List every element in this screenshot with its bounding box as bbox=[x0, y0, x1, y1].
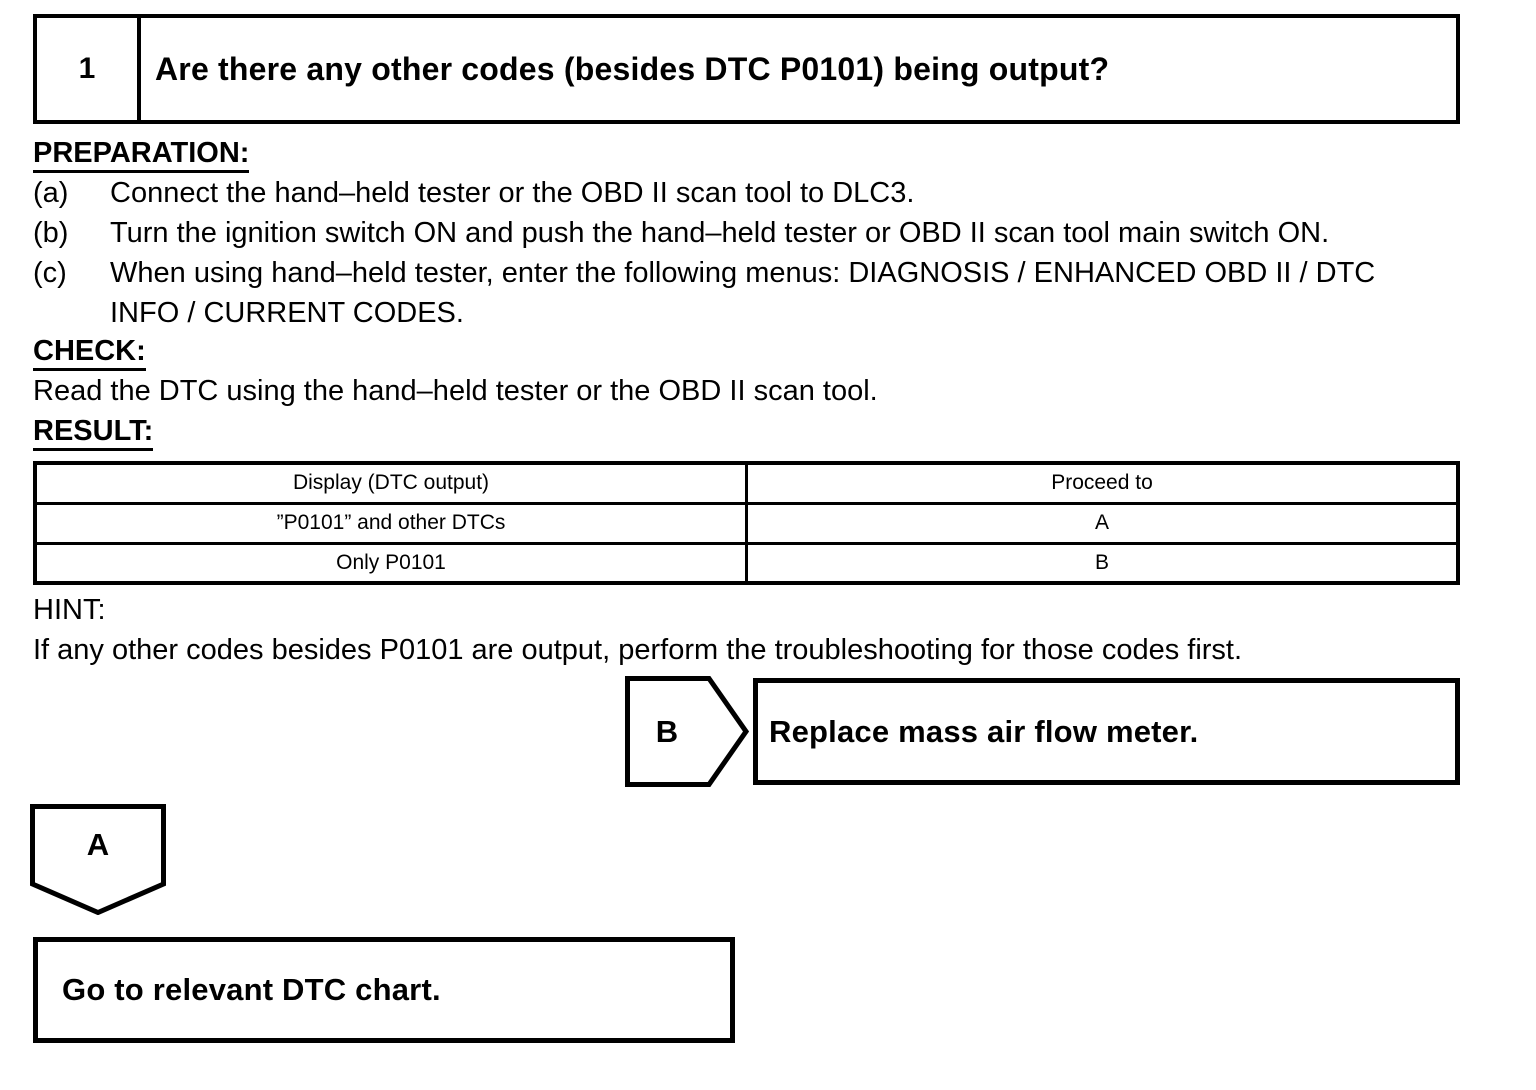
hint-text: If any other codes besides P0101 are out… bbox=[33, 634, 1243, 666]
hint-heading: HINT: bbox=[33, 594, 106, 626]
result-heading: RESULT: bbox=[33, 411, 154, 451]
prep-item-a-label: (a) bbox=[33, 177, 69, 209]
prep-item-a-text: Connect the hand–held tester or the OBD … bbox=[110, 177, 915, 209]
step-question-title: Are there any other codes (besides DTC P… bbox=[155, 50, 1110, 87]
connector-b-shape bbox=[625, 676, 749, 787]
step-number: 1 bbox=[37, 18, 141, 120]
action-b-text: Replace mass air flow meter. bbox=[769, 713, 1199, 749]
action-box-a: Go to relevant DTC chart. bbox=[33, 937, 735, 1043]
result-cell-display: ”P0101” and other DTCs bbox=[33, 501, 748, 545]
connector-a-label: A bbox=[86, 827, 110, 862]
result-table-row: Only P0101 B bbox=[33, 541, 1460, 585]
prep-item-b-text: Turn the ignition switch ON and push the… bbox=[110, 217, 1330, 249]
action-a-text: Go to relevant DTC chart. bbox=[62, 972, 441, 1007]
prep-item-c-text-line2: INFO / CURRENT CODES. bbox=[110, 297, 464, 329]
connector-b: B bbox=[625, 676, 749, 787]
connector-a: A bbox=[30, 804, 166, 915]
result-table-row: ”P0101” and other DTCs A bbox=[33, 501, 1460, 545]
connector-a-shape bbox=[30, 804, 166, 915]
result-table-header-proceed-to: Proceed to bbox=[745, 461, 1460, 505]
preparation-heading: PREPARATION: bbox=[33, 133, 250, 173]
check-heading: CHECK: bbox=[33, 331, 146, 371]
prep-item-b-label: (b) bbox=[33, 217, 69, 249]
connector-b-label: B bbox=[655, 713, 679, 749]
check-text: Read the DTC using the hand–held tester … bbox=[33, 375, 878, 407]
result-table: Display (DTC output) Proceed to ”P0101” … bbox=[33, 461, 1460, 585]
result-cell-display: Only P0101 bbox=[33, 541, 748, 585]
result-table-header-row: Display (DTC output) Proceed to bbox=[33, 461, 1460, 505]
result-cell-proceed-to: B bbox=[745, 541, 1460, 585]
step-header: 1 Are there any other codes (besides DTC… bbox=[33, 14, 1460, 124]
action-box-b: Replace mass air flow meter. bbox=[753, 678, 1460, 785]
prep-item-c-label: (c) bbox=[33, 257, 67, 289]
prep-item-c-text-line1: When using hand–held tester, enter the f… bbox=[110, 257, 1376, 289]
result-table-header-display: Display (DTC output) bbox=[33, 461, 748, 505]
result-cell-proceed-to: A bbox=[745, 501, 1460, 545]
